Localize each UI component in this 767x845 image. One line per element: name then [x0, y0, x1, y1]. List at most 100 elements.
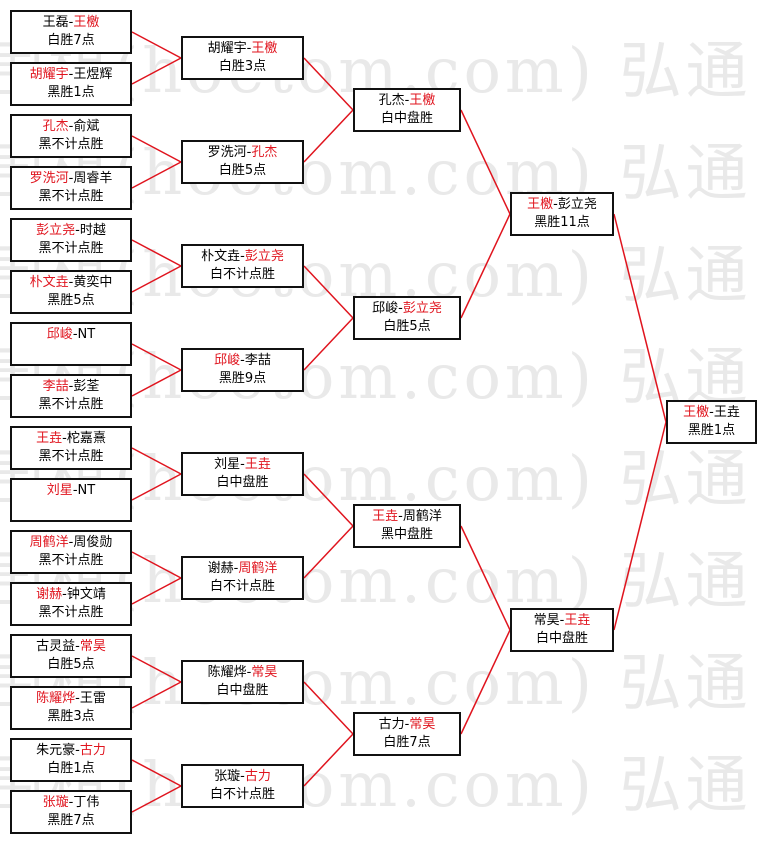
vs-separator: - [68, 67, 74, 82]
match-box: 张璇-丁伟黑胜7点 [10, 790, 132, 834]
bracket-connector [131, 447, 182, 475]
match-players: 谢赫-周鹤洋 [183, 560, 302, 578]
match-result: 黑胜11点 [534, 215, 590, 230]
bracket-connector [460, 629, 511, 735]
player-white: 王雷 [79, 691, 106, 706]
vs-separator: - [75, 691, 80, 706]
match-players: 常昊-王垚 [512, 612, 612, 630]
match-box: 彭立尧-时越黑不计点胜 [10, 218, 132, 262]
vs-separator: - [62, 431, 67, 446]
match-result: 黑不计点胜 [38, 137, 104, 152]
vs-separator: - [240, 769, 245, 784]
bracket-connector [131, 57, 182, 85]
match-box: 刘星-王垚白中盘胜 [181, 452, 304, 496]
vs-separator: - [68, 119, 74, 134]
match-result: 黑不计点胜 [38, 605, 104, 620]
player-white: 李喆 [244, 353, 271, 368]
vs-separator: - [246, 41, 252, 56]
player-black: 朱元豪 [36, 743, 76, 758]
bracket-connector [303, 109, 354, 163]
player-black: 王檄 [683, 405, 710, 420]
vs-separator: - [559, 613, 565, 628]
player-white: 常昊 [79, 639, 106, 654]
player-black: 古灵益 [36, 639, 76, 654]
match-result: 白中盘胜 [216, 475, 269, 490]
player-white: 王檄 [73, 15, 100, 30]
bracket-connector [131, 239, 182, 267]
match-box: 王檄-彭立尧黑胜11点 [510, 192, 614, 236]
bracket-connector [460, 525, 511, 631]
match-box: 王磊-王檄白胜7点 [10, 10, 132, 54]
bracket-connector [131, 369, 182, 397]
player-white: 彭立尧 [402, 301, 442, 316]
player-black: 孔杰 [378, 93, 405, 108]
match-result: 黑胜1点 [47, 85, 95, 100]
player-white: 黄奕中 [73, 275, 113, 290]
match-result: 黑不计点胜 [38, 553, 104, 568]
match-box: 孔杰-王檄白中盘胜 [353, 88, 461, 132]
player-white: 周鹤洋 [238, 561, 278, 576]
vs-separator: - [709, 405, 714, 420]
bracket-connector [131, 135, 182, 163]
player-white: 彭立尧 [244, 249, 284, 264]
match-result: 白不计点胜 [209, 787, 275, 802]
match-players: 邱峻-NT [12, 326, 130, 344]
player-black: 刘星 [46, 483, 73, 498]
bracket-connector [131, 265, 182, 293]
player-black: 张璇 [42, 795, 69, 810]
match-result: 白胜1点 [47, 761, 95, 776]
player-black: 胡耀宇 [29, 67, 69, 82]
player-white: 常昊 [409, 717, 436, 732]
player-white: 常昊 [251, 665, 278, 680]
bracket-connector [303, 317, 354, 371]
match-result: 白胜5点 [47, 657, 95, 672]
player-black: 陈耀烨 [36, 691, 76, 706]
match-result: 黑胜7点 [47, 813, 95, 828]
vs-separator: - [398, 301, 403, 316]
player-white: 古力 [79, 743, 106, 758]
bracket-connector [131, 655, 182, 683]
player-white: 孔杰 [251, 145, 278, 160]
player-white: 王檄 [409, 93, 436, 108]
match-players: 刘星-NT [12, 482, 130, 500]
player-black: 朴文垚 [201, 249, 241, 264]
match-players: 罗洗河-孔杰 [183, 144, 302, 162]
player-white: 钟文靖 [66, 587, 106, 602]
vs-separator: - [240, 457, 245, 472]
match-box: 王垚-柁嘉熹黑不计点胜 [10, 426, 132, 470]
match-players: 胡耀宇-王檄 [183, 40, 302, 58]
match-box: 陈耀烨-常昊白中盘胜 [181, 660, 304, 704]
player-white: 王垚 [564, 613, 591, 628]
match-players: 罗洗河-周睿羊 [12, 170, 130, 188]
player-black: 谢赫 [36, 587, 63, 602]
player-white: 俞斌 [73, 119, 100, 134]
match-result: 白胜5点 [218, 163, 267, 178]
player-black: 邱峻 [372, 301, 399, 316]
player-white: 王煜辉 [73, 67, 113, 82]
player-black: 王檄 [527, 197, 554, 212]
match-players: 孔杰-俞斌 [12, 118, 130, 136]
match-result: 黑胜1点 [687, 423, 736, 438]
bracket-connector [131, 785, 182, 813]
match-players: 王垚-周鹤洋 [355, 508, 459, 526]
vs-separator: - [233, 561, 239, 576]
match-result: 黑不计点胜 [38, 397, 104, 412]
match-box: 常昊-王垚白中盘胜 [510, 608, 614, 652]
match-players: 张璇-丁伟 [12, 794, 130, 812]
player-black: 谢赫 [207, 561, 234, 576]
player-black: 罗洗河 [207, 145, 247, 160]
player-black: 陈耀烨 [207, 665, 247, 680]
match-players: 胡耀宇-王煜辉 [12, 66, 130, 84]
player-white: 王垚 [713, 405, 740, 420]
player-white: 古力 [244, 769, 271, 784]
match-result: 白胜5点 [383, 319, 431, 334]
match-players: 朴文垚-黄奕中 [12, 274, 130, 292]
match-box: 古灵益-常昊白胜5点 [10, 634, 132, 678]
vs-separator: - [404, 717, 410, 732]
match-box: 邱峻-彭立尧白胜5点 [353, 296, 461, 340]
vs-separator: - [75, 223, 80, 238]
vs-separator: - [404, 93, 410, 108]
player-black: 张璇 [214, 769, 241, 784]
bracket-connector [131, 31, 182, 59]
